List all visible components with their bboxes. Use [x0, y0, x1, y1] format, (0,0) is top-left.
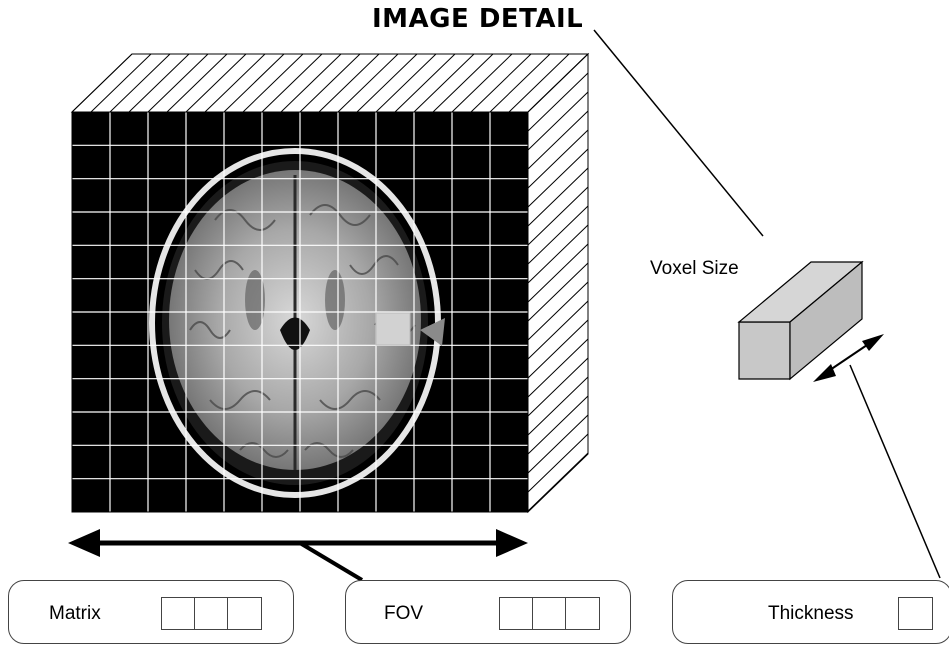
fov-label: FOV [384, 603, 423, 625]
thickness-cells [898, 597, 933, 630]
fov-cells [499, 597, 600, 630]
matrix-cell [195, 598, 228, 629]
matrix-parameter-box: Matrix [8, 580, 294, 644]
fov-parameter-box: FOV [345, 580, 631, 644]
highlighted-voxel [376, 313, 410, 345]
title-leader-line [594, 30, 763, 236]
fov-cell [533, 598, 566, 629]
matrix-cell [228, 598, 261, 629]
volume-top-face [72, 54, 588, 112]
fov-cell [500, 598, 533, 629]
matrix-cell [162, 598, 195, 629]
matrix-leader-line [300, 543, 362, 580]
thickness-parameter-box: Thickness [672, 580, 949, 644]
thickness-label: Thickness [768, 603, 854, 625]
mri-slice-face [72, 112, 528, 512]
fov-arrow-icon [68, 529, 528, 557]
thickness-cell [899, 598, 932, 629]
thickness-leader-line [850, 365, 940, 578]
matrix-label: Matrix [49, 603, 101, 625]
voxel-size-label: Voxel Size [650, 258, 739, 280]
matrix-cells [161, 597, 262, 630]
diagram-title: IMAGE DETAIL [372, 4, 583, 34]
volume-side-face [528, 54, 588, 512]
fov-cell [566, 598, 599, 629]
